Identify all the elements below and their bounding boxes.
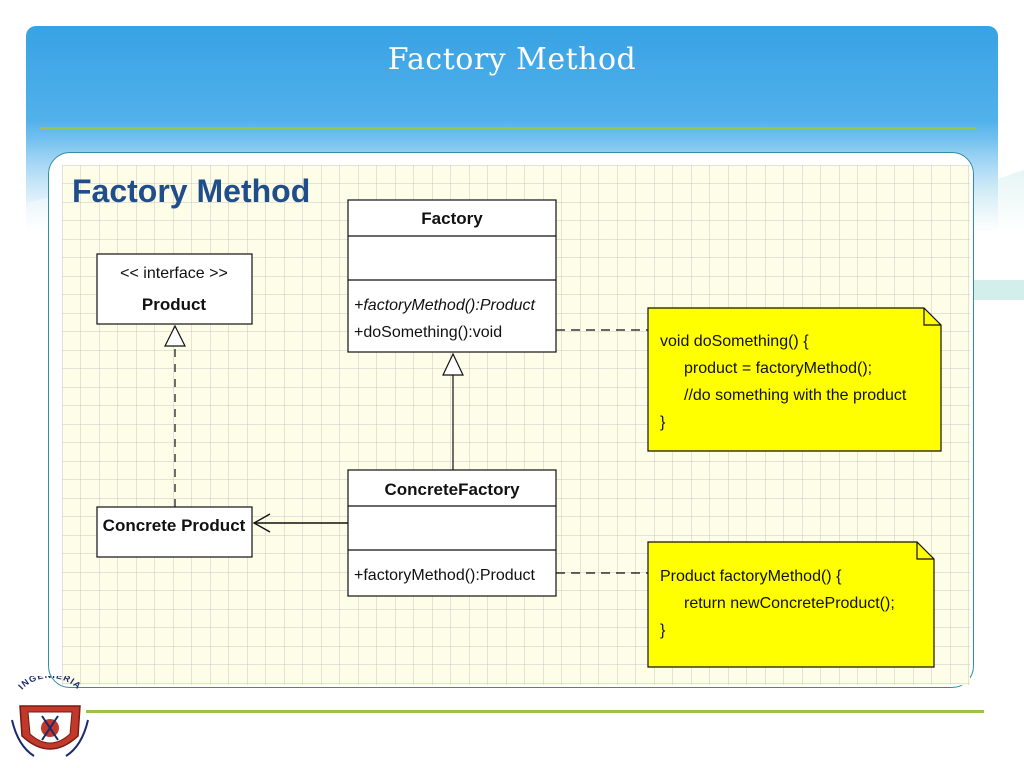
creates-arrow [252, 513, 348, 533]
concrete-factory-method: +factoryMethod():Product [354, 567, 536, 584]
note1-line-3: //do something with the product [684, 387, 907, 404]
diagram-title: Factory Method [72, 173, 311, 209]
note2-line-1: Product factoryMethod() { [660, 568, 842, 585]
note1-line-2: product = factoryMethod(); [684, 360, 872, 377]
factory-name: Factory [421, 209, 483, 228]
uml-diagram: << interface >> Product Factory +factory… [62, 165, 970, 685]
class-product: << interface >> Product [96, 253, 253, 325]
class-concrete-product: Concrete Product [96, 506, 253, 558]
note-factory-method: Product factoryMethod() { return newConc… [647, 541, 935, 668]
class-factory: Factory +factoryMethod():Product +doSome… [347, 199, 557, 353]
note1-line-4: } [660, 414, 666, 431]
title-divider [40, 127, 976, 130]
slide-title: Factory Method [387, 42, 637, 77]
note1-line-1: void doSomething() { [660, 333, 809, 350]
realization-arrow [164, 324, 186, 507]
generalization-arrow [442, 352, 464, 470]
note-do-something: void doSomething() { product = factoryMe… [647, 307, 942, 452]
class-concrete-factory: ConcreteFactory +factoryMethod():Product [347, 469, 557, 597]
product-name: Product [142, 295, 207, 314]
footer-divider [86, 710, 984, 713]
concrete-product-name: Concrete Product [103, 516, 246, 535]
factory-do-something: +doSomething():void [354, 324, 502, 341]
note2-line-3: } [660, 622, 666, 639]
concrete-factory-name: ConcreteFactory [384, 480, 520, 499]
svg-text:INGENIERIA: INGENIERIA [16, 676, 83, 691]
note2-line-2: return newConcreteProduct(); [684, 595, 895, 612]
factory-method-abstract: +factoryMethod():Product [354, 297, 536, 314]
product-stereotype: << interface >> [120, 265, 228, 282]
ingenieria-crest-icon: INGENIERIA [11, 676, 89, 757]
